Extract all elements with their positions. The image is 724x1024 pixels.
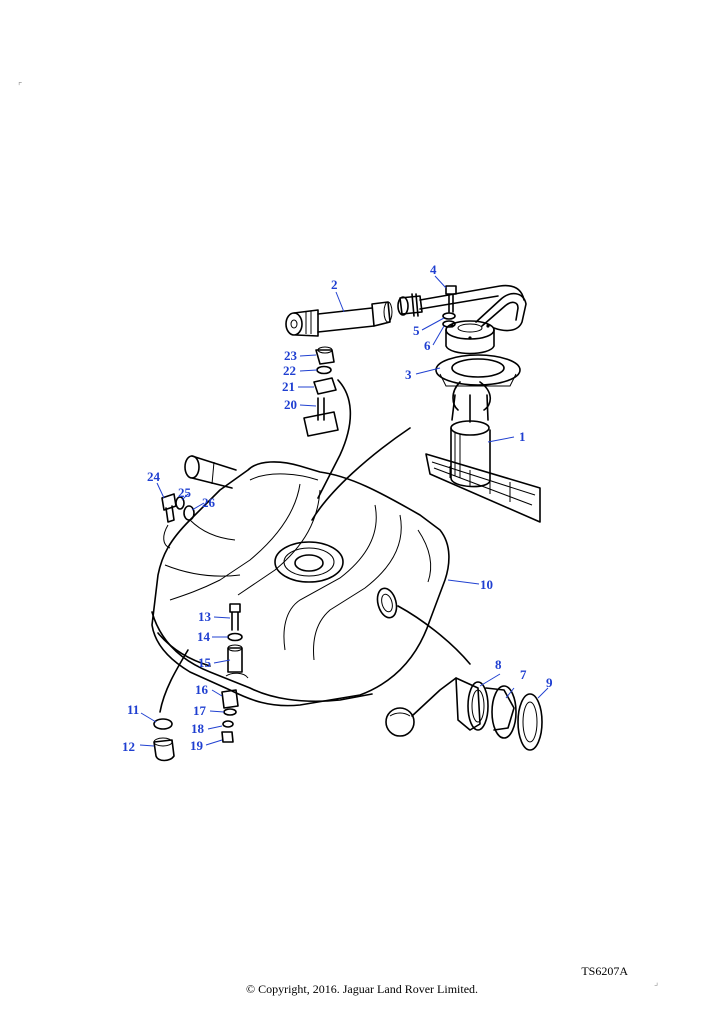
hose-drawing (285, 301, 393, 337)
callout-19: 19 (190, 738, 204, 753)
corner-mark: ⌟ (654, 978, 659, 988)
callout-8: 8 (495, 657, 502, 672)
callout-numbers: 1 2 3 4 5 6 7 8 9 10 11 12 13 14 15 16 1… (122, 262, 553, 754)
callout-6: 6 (424, 338, 431, 353)
fuel-tank-drawing (151, 455, 450, 707)
drain-plug-drawing (161, 493, 195, 549)
callout-16: 16 (195, 682, 209, 697)
callout-23: 23 (284, 348, 298, 363)
fuel-pump-drawing (397, 284, 541, 523)
callout-24: 24 (147, 469, 161, 484)
callout-18: 18 (191, 721, 205, 736)
callout-26: 26 (202, 495, 216, 510)
callout-25: 25 (178, 485, 192, 500)
callout-7: 7 (520, 667, 527, 682)
callout-2: 2 (331, 277, 338, 292)
callout-15: 15 (198, 655, 212, 670)
callout-17: 17 (193, 703, 207, 718)
callout-leaders (139, 275, 549, 747)
drain-cap-drawing (153, 649, 189, 762)
callout-3: 3 (405, 367, 412, 382)
callout-11: 11 (127, 702, 139, 717)
callout-13: 13 (198, 609, 212, 624)
callout-12: 12 (122, 739, 135, 754)
callout-5: 5 (413, 323, 420, 338)
illustration-reference: TS6207A (581, 964, 628, 978)
level-sender-drawing (385, 605, 543, 751)
callout-14: 14 (197, 629, 211, 644)
callout-1: 1 (519, 429, 526, 444)
copyright-notice: © Copyright, 2016. Jaguar Land Rover Lim… (245, 982, 479, 996)
callout-10: 10 (480, 577, 493, 592)
callout-21: 21 (282, 379, 295, 394)
callout-9: 9 (546, 675, 553, 690)
callout-22: 22 (283, 363, 296, 378)
corner-mark: ⌜ (18, 82, 23, 92)
mounting-stud-drawing (303, 346, 352, 499)
callout-20: 20 (284, 397, 297, 412)
callout-4: 4 (430, 262, 437, 277)
